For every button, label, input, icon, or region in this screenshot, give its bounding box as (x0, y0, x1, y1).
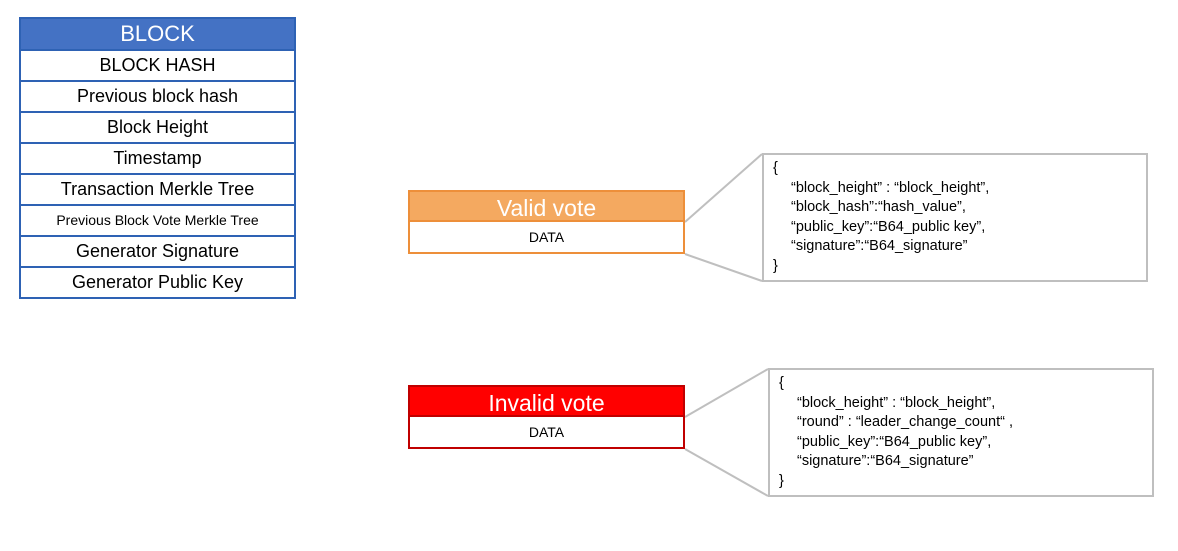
invalid-vote-box: Invalid vote DATA (408, 385, 685, 449)
invalid-vote-json-callout: { “block_height” : “block_height”, “round”… (768, 368, 1154, 497)
valid-vote-data: DATA (408, 222, 685, 254)
valid-vote-json-callout: { “block_height” : “block_height”, “block_… (762, 153, 1148, 282)
block-field-generator-public-key: Generator Public Key (71, 272, 244, 292)
json-line: “public_key”:“B64_public key”, (791, 218, 986, 235)
valid-callout-line-bottom (684, 253, 763, 282)
block-field-previous-block-vote-merkle-tree: Previous Block Vote Merkle Tree (21, 206, 294, 237)
json-open-brace: { (779, 375, 784, 391)
json-close-brace: } (773, 257, 778, 274)
json-line: “signature”:“B64_signature” (797, 453, 974, 469)
json-open-brace: { (773, 160, 778, 176)
invalid-callout-line-top (684, 368, 769, 418)
block-field-generator-signature: Generator Signature (21, 237, 294, 268)
json-line: “block_height” : “block_height”, (791, 179, 990, 196)
json-line: “round” : “leader_change_count“ , (797, 414, 1014, 430)
json-line: “signature”:“B64_signature” (791, 238, 968, 254)
valid-vote-box: Valid vote DATA (408, 190, 685, 254)
block-structure-table: BLOCK BLOCK HASH Previous block hash Blo… (19, 17, 296, 299)
block-title: BLOCK (21, 19, 294, 51)
invalid-vote-title: Invalid vote (408, 385, 685, 417)
block-field-timestamp: Timestamp (21, 144, 294, 175)
block-field-block-hash: BLOCK HASH (21, 51, 294, 82)
json-line: “block_hash”:“hash_value”, (791, 199, 966, 215)
invalid-callout-line-bottom (684, 448, 769, 497)
block-field-transaction-merkle-tree: Transaction Merkle Tree (21, 175, 294, 206)
valid-callout-line-top (684, 153, 763, 223)
json-line: “block_height” : “block_height”, (797, 394, 996, 411)
valid-vote-title: Valid vote (408, 190, 685, 222)
json-line: “public_key”:“B64_public key”, (797, 433, 992, 450)
json-close-brace: } (779, 472, 784, 489)
block-field-block-height: Block Height (21, 113, 294, 144)
invalid-vote-data: DATA (408, 417, 685, 449)
block-field-previous-block-hash: Previous block hash (21, 82, 294, 113)
